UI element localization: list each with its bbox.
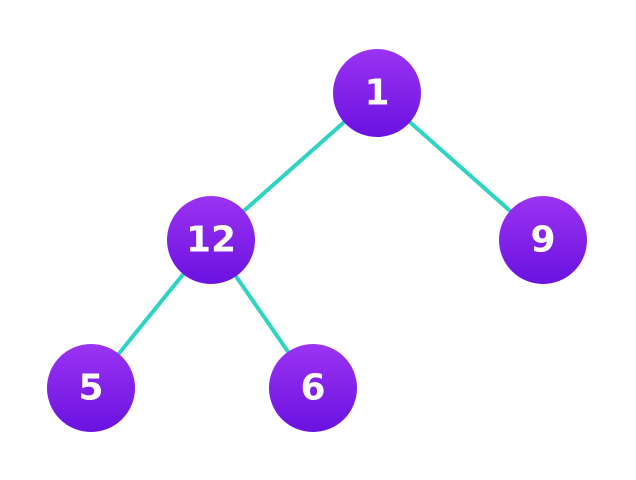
tree-node-left-child: 12	[167, 196, 255, 284]
tree-node-right-child: 9	[499, 196, 587, 284]
node-circle	[47, 344, 135, 432]
tree-node-left-left: 5	[47, 344, 135, 432]
node-circle	[167, 196, 255, 284]
node-circle	[499, 196, 587, 284]
node-label: 9	[530, 220, 555, 261]
node-label: 1	[364, 73, 389, 114]
node-circle	[269, 344, 357, 432]
node-label: 12	[186, 220, 236, 261]
edges-layer	[89, 91, 545, 390]
node-label: 5	[78, 368, 103, 409]
nodes-layer: 1 12 9 5 6	[47, 49, 587, 432]
node-circle	[333, 49, 421, 137]
node-label: 6	[300, 368, 325, 409]
tree-node-root: 1	[333, 49, 421, 137]
tree-node-left-right: 6	[269, 344, 357, 432]
